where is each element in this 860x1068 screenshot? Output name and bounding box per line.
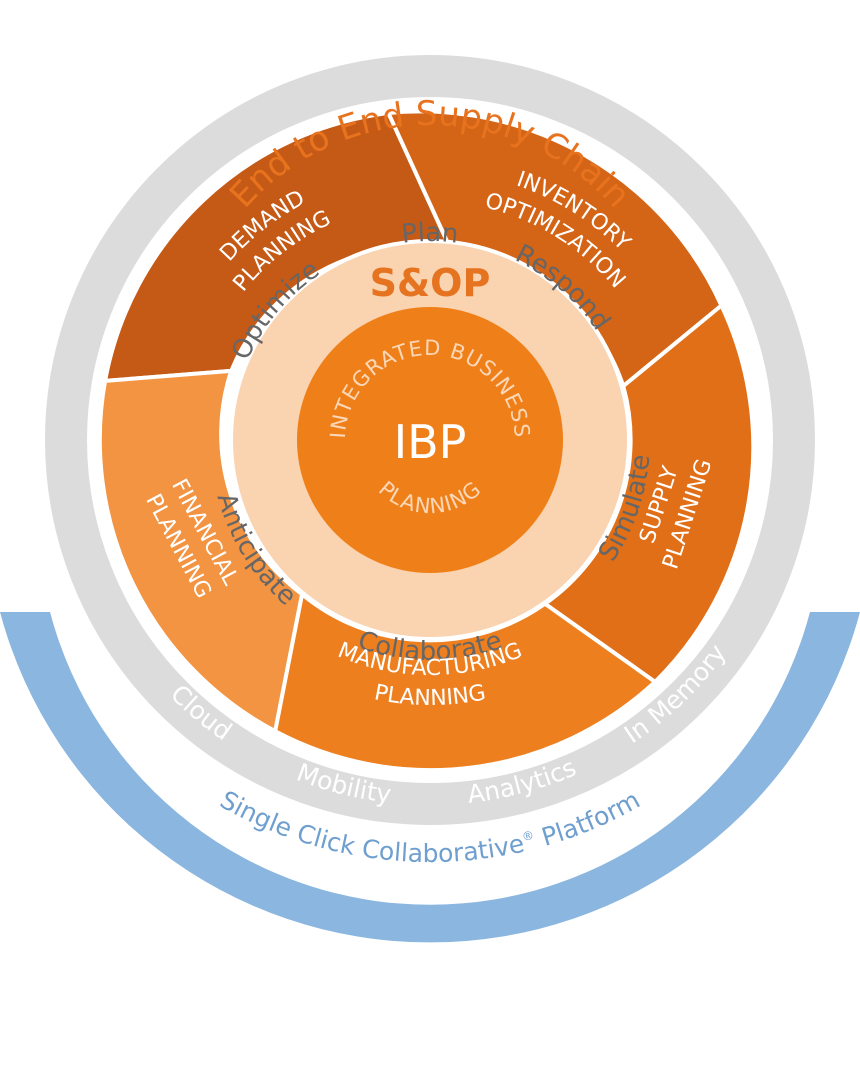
ibp-core [297,307,563,573]
segment-financial-planning[interactable] [97,368,305,735]
outer-ring [45,55,815,825]
ibp-title: IBP [394,415,467,469]
platform-arc [0,612,860,943]
sop-label: S&OP [370,261,491,305]
ring-label-plan: Plan [400,218,460,250]
registered-mark: ® [520,828,535,844]
